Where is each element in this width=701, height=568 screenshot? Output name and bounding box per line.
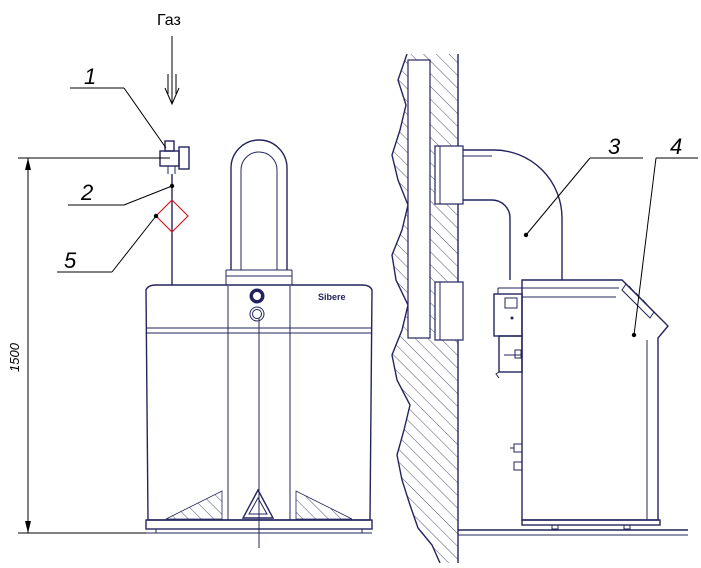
callout-4-label: 4 <box>670 134 682 159</box>
boiler-side <box>493 279 669 530</box>
callout-2: 2 <box>68 180 173 206</box>
callout-3-label: 3 <box>608 134 621 159</box>
callout-4: 4 <box>631 134 698 338</box>
callout-1: 1 <box>70 64 167 149</box>
dimension-label: 1500 <box>7 342 22 372</box>
flue-pipe-front <box>225 139 293 285</box>
gas-label: Газ <box>157 12 181 29</box>
callout-3: 3 <box>523 134 643 238</box>
flue-pipe-side <box>463 149 563 280</box>
callout-5-label: 5 <box>64 248 77 273</box>
gas-filter <box>155 199 189 233</box>
gas-flow-arrow <box>164 36 180 106</box>
wall-sleeves <box>407 59 464 341</box>
floor <box>458 529 688 536</box>
callout-2-label: 2 <box>80 180 93 205</box>
callout-5: 5 <box>57 215 157 273</box>
boiler-front: Sibere <box>145 284 373 548</box>
brand-logo: Sibere <box>318 292 346 302</box>
callout-1-label: 1 <box>84 64 96 89</box>
height-dimension: 1500 <box>7 157 170 534</box>
